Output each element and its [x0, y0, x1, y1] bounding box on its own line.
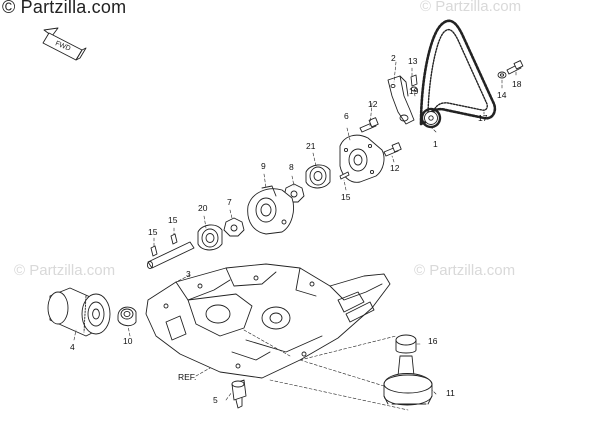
callout-3: 3 — [186, 269, 191, 279]
bolt — [497, 60, 524, 79]
callout-16: 16 — [428, 336, 438, 346]
oil-pump-rotor — [197, 224, 223, 251]
timing-chain — [419, 19, 497, 126]
callout-5: 5 — [213, 395, 218, 405]
oil-pump-rotor — [305, 164, 331, 189]
callout-9: 9 — [261, 161, 266, 171]
leader-lines — [73, 61, 517, 411]
callout-17: 17 — [478, 113, 488, 123]
watermark: © Partzilla.com — [414, 262, 516, 279]
filter-fitting — [117, 306, 137, 327]
callout-21: 21 — [306, 141, 316, 151]
callout-13: 13 — [408, 56, 418, 66]
forward-arrow-icon: FWD — [42, 27, 87, 61]
oil-pump-body — [247, 185, 294, 235]
callout-6: 6 — [344, 111, 349, 121]
strainer-seal — [395, 334, 417, 354]
oil-filter — [47, 287, 111, 337]
oil-pump-shaft — [146, 241, 195, 269]
oil-pressure-switch — [231, 379, 247, 409]
crankcase — [145, 263, 391, 379]
watermark: © Partzilla.com — [14, 262, 116, 279]
callout-20: 20 — [198, 203, 208, 213]
oil-strainer — [383, 355, 433, 406]
bolt — [383, 142, 402, 157]
callout-10: 10 — [123, 336, 133, 346]
watermark: © Partzilla.com — [420, 0, 522, 15]
callout-18: 18 — [512, 79, 522, 89]
dowel-pin — [339, 171, 350, 180]
chain-guide — [387, 75, 415, 125]
dowel-pin — [150, 233, 178, 257]
oil-pump-sprocket — [420, 107, 442, 129]
reference-label: REF. — [178, 372, 197, 382]
callout-1: 1 — [433, 139, 438, 149]
callout-7: 7 — [227, 197, 232, 207]
callout-15: 15 — [341, 192, 351, 202]
callout-12: 12 — [368, 99, 378, 109]
oil-pump-cover — [339, 134, 385, 183]
callout-4: 4 — [70, 342, 75, 352]
bolt — [359, 117, 379, 133]
callout-12: 12 — [390, 163, 400, 173]
callout-2: 2 — [391, 53, 396, 63]
site-logo: © Partzilla.com — [2, 0, 127, 17]
callout-19: 19 — [409, 86, 419, 96]
callout-11: 11 — [446, 388, 455, 398]
callout-15: 15 — [168, 215, 178, 225]
callout-15: 15 — [148, 227, 158, 237]
oil-pump-inner-rotor — [223, 217, 245, 237]
callout-14: 14 — [497, 90, 507, 100]
callout-8: 8 — [289, 162, 294, 172]
